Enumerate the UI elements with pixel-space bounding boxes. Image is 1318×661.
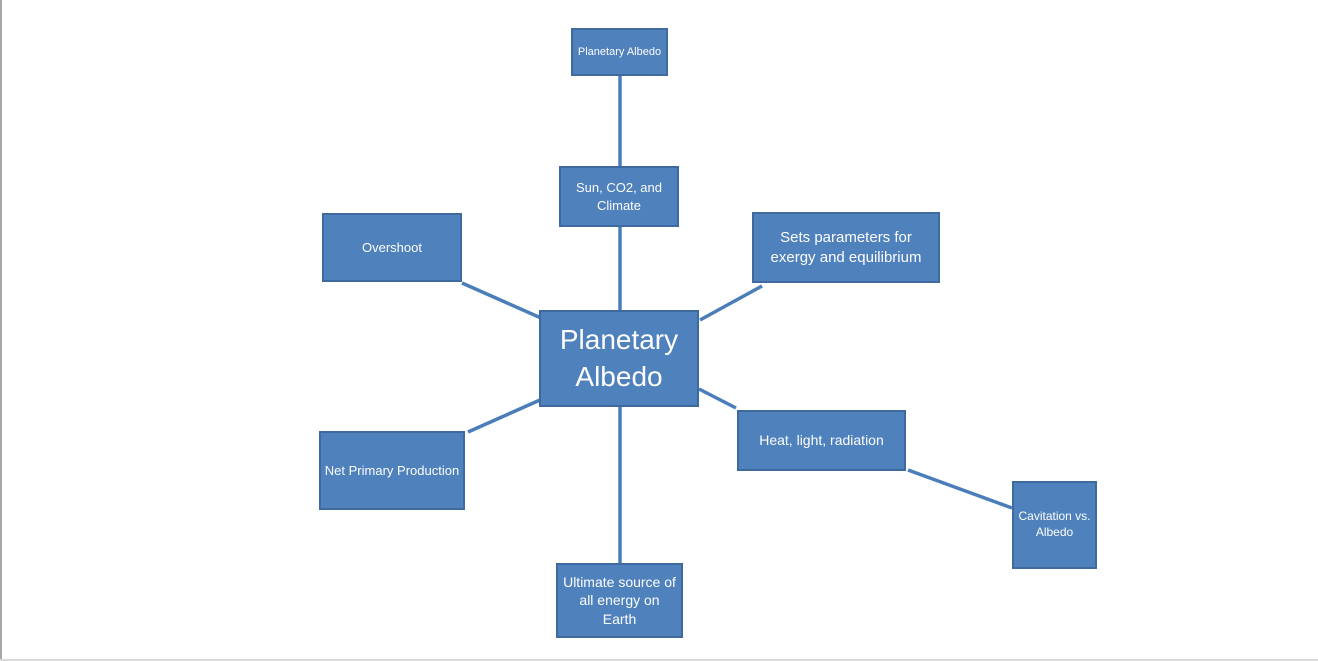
connector-heat-to-cavitation[interactable] (907, 468, 1013, 510)
diagram-node-cavitation-vs-albedo[interactable]: Cavitation vs. Albedo (1012, 481, 1097, 569)
connector-overshoot-to-center[interactable] (461, 281, 542, 320)
connector-netprimary-to-center[interactable] (467, 398, 541, 434)
window-edge-left (0, 0, 2, 661)
diagram-node-sun-co2-climate[interactable]: Sun, CO2, and Climate (559, 166, 679, 227)
node-label: Ultimate source of all energy on Earth (563, 573, 676, 627)
diagram-node-center-planetary-albedo[interactable]: Planetary Albedo (539, 310, 699, 407)
node-label: Planetary Albedo (559, 323, 679, 392)
diagram-node-ultimate-source[interactable]: Ultimate source of all energy on Earth (556, 563, 683, 638)
window-edge-bottom (0, 659, 1318, 661)
node-label: Heat, light, radiation (759, 432, 884, 449)
diagram-node-heat-light-radiation[interactable]: Heat, light, radiation (737, 410, 906, 471)
diagram-node-top-planetary-albedo[interactable]: Planetary Albedo (571, 28, 668, 76)
node-label: Cavitation vs. Albedo (1018, 509, 1091, 539)
diagram-node-overshoot[interactable]: Overshoot (322, 213, 462, 282)
diagram-node-sets-parameters[interactable]: Sets parameters for exergy and equilibri… (752, 212, 940, 283)
connector-center-to-heat[interactable] (698, 387, 737, 410)
node-label: Sun, CO2, and Climate (576, 180, 662, 213)
connector-sets-to-center[interactable] (699, 284, 763, 322)
node-label: Sets parameters for exergy and equilibri… (770, 228, 922, 266)
diagram-node-net-primary-production[interactable]: Net Primary Production (319, 431, 465, 510)
node-label: Net Primary Production (324, 462, 460, 478)
node-label: Overshoot (362, 239, 422, 255)
node-label: Planetary Albedo (577, 45, 662, 58)
